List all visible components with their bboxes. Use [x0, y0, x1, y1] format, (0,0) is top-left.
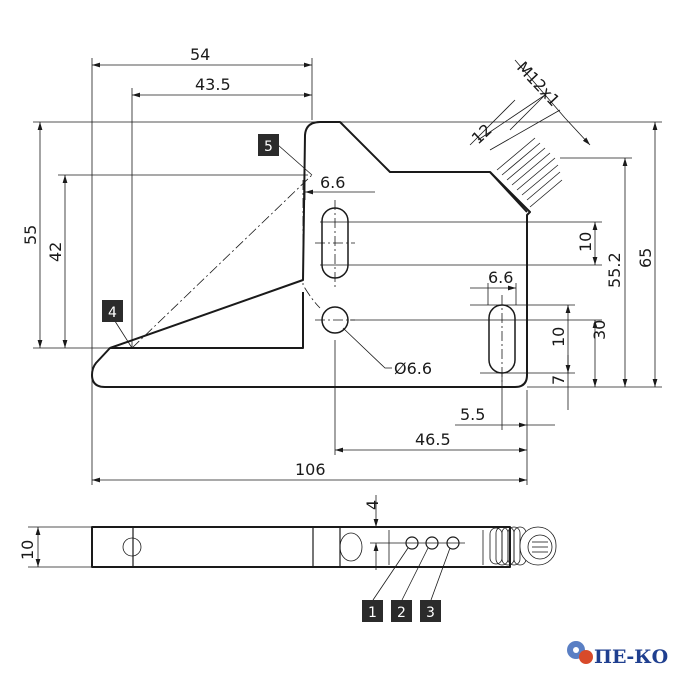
dim-12: 12 [468, 120, 496, 148]
dim-55-2: 55.2 [605, 252, 624, 288]
dim-54: 54 [190, 45, 210, 64]
callout-5: 5 [258, 134, 279, 156]
svg-text:1: 1 [368, 605, 377, 621]
callout-1: 1 [362, 600, 383, 622]
dim-6-6-right: 6.6 [488, 268, 513, 287]
dim-106: 106 [295, 460, 326, 479]
svg-text:4: 4 [108, 305, 117, 321]
svg-text:3: 3 [426, 605, 435, 621]
detection-axis [131, 174, 313, 349]
svg-text:5: 5 [264, 139, 273, 155]
dim-65-text: 65 [636, 248, 655, 268]
dim-hole-diameter: Ø6.6 [394, 359, 432, 378]
inner-edge [302, 180, 321, 309]
dim-4: 4 [363, 500, 382, 510]
dim-30: 30 [590, 320, 609, 340]
callout-3: 3 [420, 600, 441, 622]
svg-text:2: 2 [397, 605, 406, 621]
side-connector [489, 526, 557, 566]
svg-text:ПЕ-КО: ПЕ-КО [594, 646, 668, 668]
dim-10-slot2: 10 [549, 327, 568, 347]
dim-5-5: 5.5 [460, 405, 485, 424]
sensor-body-outline [91, 121, 531, 388]
dim-43-5: 43.5 [195, 75, 231, 94]
dim-thread: M12x1 [513, 58, 564, 110]
dim-46-5: 46.5 [415, 430, 451, 449]
company-logo: ПЕ-КО [567, 641, 668, 668]
dim-6-6-top: 6.6 [320, 173, 345, 192]
dim-55: 55 [21, 225, 40, 245]
dim-10-slot: 10 [576, 232, 595, 252]
extension-lines [33, 58, 662, 485]
dim-7: 7 [549, 375, 568, 385]
dimension-lines [37, 59, 658, 483]
connector-thread [489, 171, 528, 213]
callout-4: 4 [102, 300, 123, 322]
thread-lines [496, 137, 563, 208]
dim-10-thickness: 10 [18, 540, 37, 560]
callout-2: 2 [391, 600, 412, 622]
dim-42: 42 [46, 242, 65, 262]
side-view [28, 495, 557, 601]
